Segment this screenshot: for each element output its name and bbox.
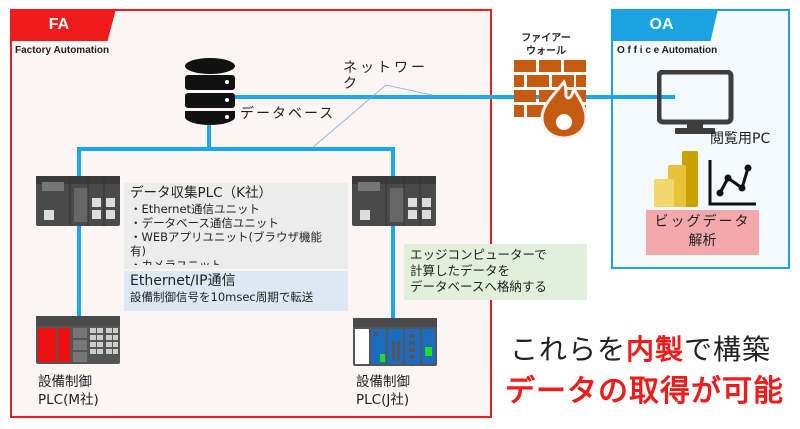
big-data-analysis-box: ビッグデータ 解析 — [646, 210, 759, 255]
edge-note-line: 計算したデータを — [410, 263, 511, 278]
collector-plc-item: 有) — [130, 244, 146, 258]
plc-j-label-line2: PLC(J社) — [356, 392, 410, 408]
edge-computer-plc-icon — [352, 176, 436, 226]
edge-computing-note: エッジコンピューターで 計算したデータを データベースへ格納する — [404, 244, 587, 300]
oa-subtitle: O f f i c e Automation — [617, 45, 718, 56]
collector-plc-note: データ収集PLC（K社） ・Ethernet通信ユニット ・データベース通信ユニ… — [124, 183, 348, 269]
edge-note-line: エッジコンピューターで — [410, 247, 547, 262]
monitor-icon — [657, 70, 734, 134]
collector-plc-icon — [36, 176, 120, 226]
network-line-right — [391, 147, 395, 319]
claim-line1: これらを内製で構築 — [510, 328, 771, 368]
fa-subtitle: Factory Automation — [15, 45, 110, 56]
line-chart-icon — [708, 160, 756, 206]
ethernet-ip-note: Ethernet/IP通信 設備制御信号を10msec周期で転送 — [124, 271, 348, 311]
ethernet-ip-title: Ethernet/IP通信 — [130, 273, 236, 289]
plc-m-icon — [36, 316, 120, 364]
firewall-icon — [514, 60, 586, 138]
oa-tab: OA — [611, 9, 718, 41]
collector-plc-item: ・データベース通信ユニット — [130, 216, 279, 230]
firewall-label-line2: ウォール — [526, 46, 566, 57]
analysis-label-line1: ビッグデータ — [654, 214, 751, 230]
network-line-db-drop — [207, 124, 211, 149]
ethernet-ip-detail: 設備制御信号を10msec周期で転送 — [130, 290, 314, 304]
plc-j-label: 設備制御 PLC(J社) — [356, 373, 410, 409]
plc-j-label-line1: 設備制御 — [356, 374, 410, 390]
network-line-branch — [77, 147, 393, 151]
firewall-label-line1: ファイアー — [521, 33, 571, 44]
collector-plc-item: ・カメラユニット — [130, 258, 222, 265]
collector-plc-item: ・WEBアプリユニット(ブラウザ機能 — [130, 230, 323, 244]
claim-line1-post: で構築 — [684, 333, 772, 366]
network-label-line2: ク — [343, 76, 360, 92]
plc-m-label-line2: PLC(M社) — [38, 392, 99, 408]
network-label-line1: ネットワー — [343, 60, 428, 76]
claim-line1-pre: これらを — [510, 333, 627, 366]
database-label: データベース — [240, 106, 336, 122]
database-icon — [185, 58, 235, 125]
collector-plc-item: ・Ethernet通信ユニット — [130, 202, 261, 216]
powerbi-icon — [654, 151, 698, 207]
plc-m-label-line1: 設備制御 — [38, 374, 92, 390]
firewall-label: ファイアー ウォール — [510, 32, 582, 58]
claim-line2: データの取得が可能 — [505, 374, 784, 409]
edge-note-line: データベースへ格納する — [410, 279, 547, 294]
plc-m-label: 設備制御 PLC(M社) — [38, 373, 99, 409]
network-label: ネットワー ク — [343, 60, 428, 92]
analysis-label-line2: 解析 — [688, 233, 717, 249]
fa-tab: FA — [10, 9, 116, 41]
plc-j-icon — [353, 318, 437, 366]
claim-highlight: 内製 — [626, 333, 685, 366]
network-line-left — [77, 147, 81, 317]
viewer-pc-label: 閲覧用PC — [710, 131, 771, 147]
collector-plc-title: データ収集PLC（K社） — [130, 185, 272, 201]
network-line-main — [207, 95, 675, 99]
